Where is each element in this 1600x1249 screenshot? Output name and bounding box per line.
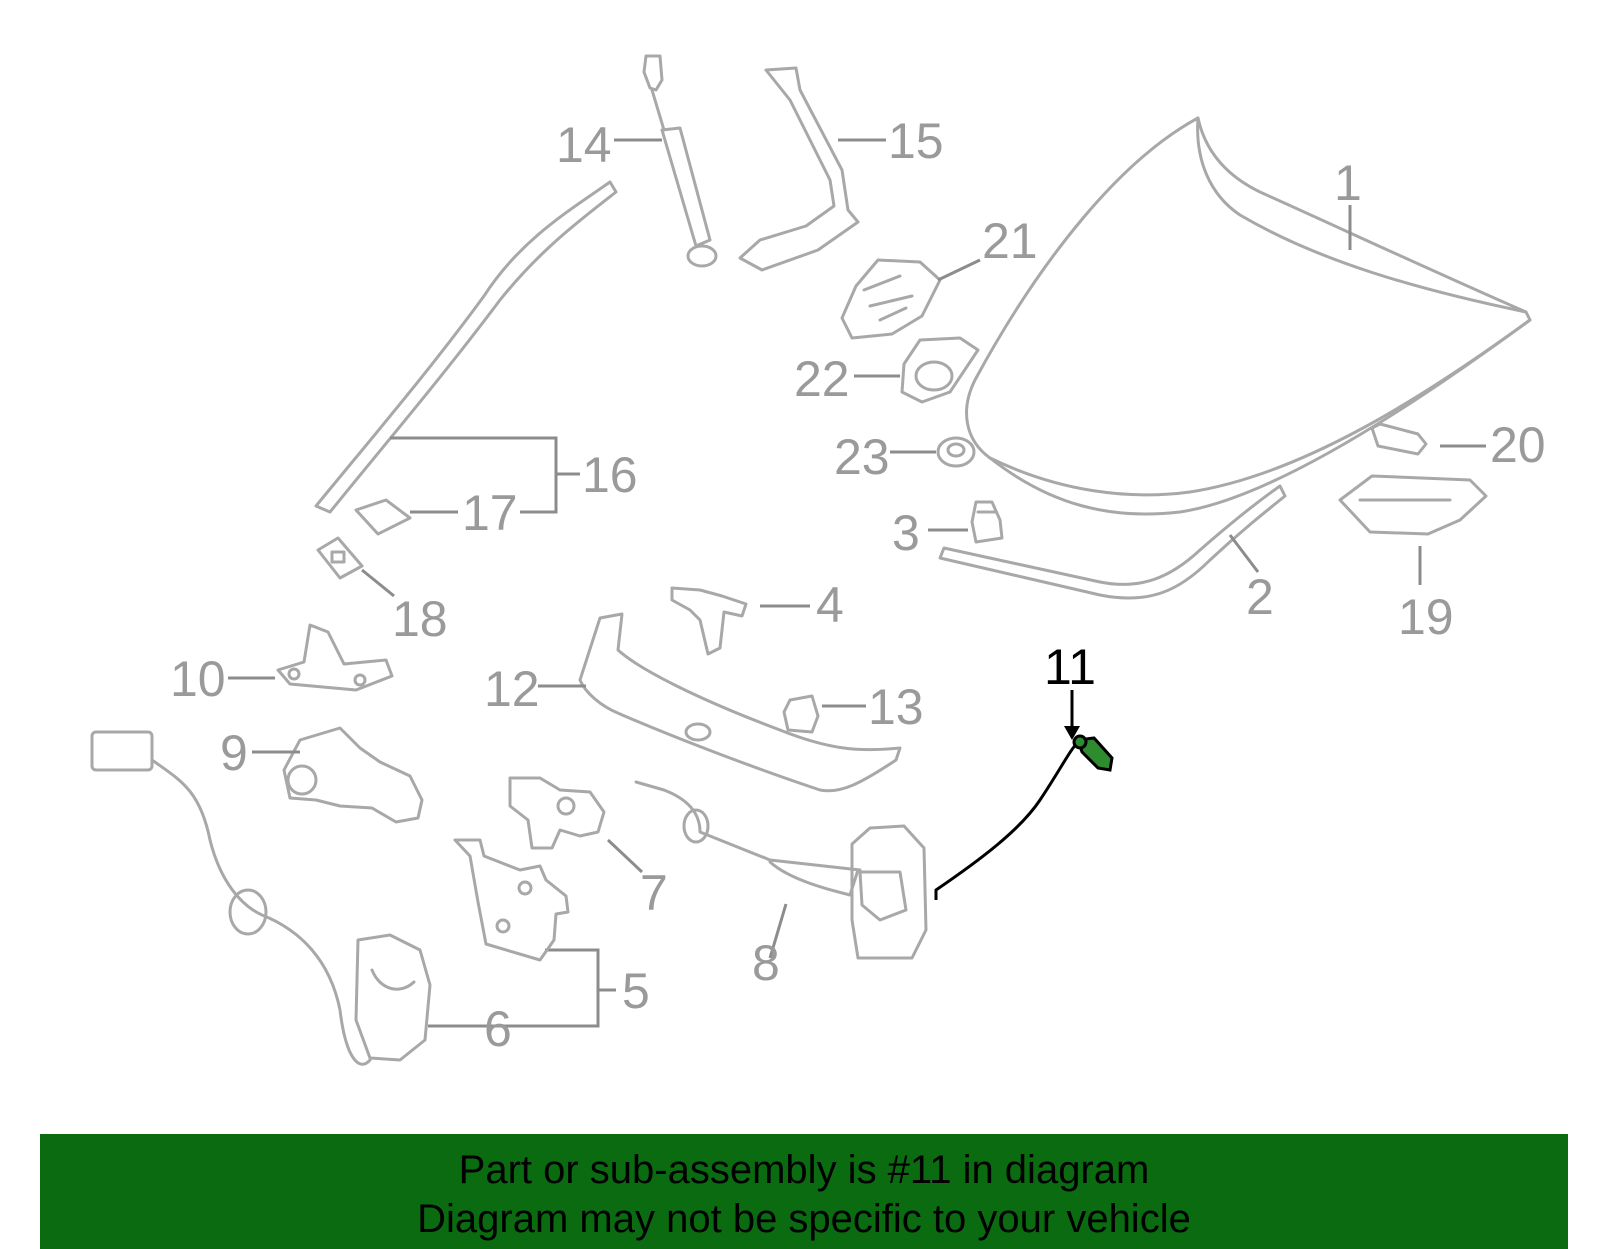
pin-part-20[interactable]: [1370, 422, 1428, 456]
callout-5[interactable]: 5: [622, 963, 650, 1019]
leader-2: [1228, 534, 1260, 573]
leader-5: [428, 948, 600, 1028]
callout-19[interactable]: 19: [1398, 589, 1454, 645]
info-banner: Part or sub-assembly is #11 in diagram D…: [40, 1134, 1568, 1249]
callout-14[interactable]: 14: [556, 117, 612, 173]
hinge-part-15[interactable]: [738, 66, 860, 272]
gas-strut-part-14[interactable]: [642, 54, 718, 268]
callout-15[interactable]: 15: [888, 113, 944, 169]
actuator-part-9[interactable]: [282, 726, 424, 824]
release-handle-part-8[interactable]: [634, 780, 928, 960]
callout-13[interactable]: 13: [868, 679, 924, 735]
callout-1[interactable]: 1: [1334, 155, 1362, 211]
bracket-part-4[interactable]: [670, 586, 748, 656]
bumper-stop-part-3[interactable]: [970, 500, 1004, 544]
callout-23[interactable]: 23: [834, 429, 890, 485]
banner-line-2: Diagram may not be specific to your vehi…: [417, 1197, 1191, 1241]
callout-12[interactable]: 12: [484, 661, 540, 717]
callout-8[interactable]: 8: [752, 935, 780, 991]
callout-2[interactable]: 2: [1246, 569, 1274, 625]
leader-8: [768, 903, 788, 959]
grommet-part-23[interactable]: [936, 436, 976, 468]
clip-part-17[interactable]: [354, 498, 412, 536]
callout-21[interactable]: 21: [982, 213, 1038, 269]
bracket-part-7[interactable]: [508, 776, 606, 850]
callout-4[interactable]: 4: [816, 577, 844, 633]
lock-part-6[interactable]: [90, 730, 432, 1066]
banner-line-1: Part or sub-assembly is #11 in diagram: [458, 1148, 1150, 1192]
latch-part-5[interactable]: [453, 838, 570, 962]
leader-7: [606, 838, 644, 874]
cover-part-19[interactable]: [1338, 474, 1488, 536]
bracket-part-10[interactable]: [276, 623, 394, 692]
leader-21: [937, 258, 981, 282]
callout-3[interactable]: 3: [892, 505, 920, 561]
callout-11[interactable]: 11: [1044, 639, 1096, 695]
callout-16[interactable]: 16: [582, 447, 638, 503]
parts-diagram: 1 2 3 4 5 6 7 8 9 10 11 12 13 14 15 16 1…: [90, 54, 1546, 1066]
clip-part-18[interactable]: [316, 536, 364, 580]
callout-7[interactable]: 7: [640, 865, 668, 921]
leader-18: [361, 568, 395, 598]
callout-17[interactable]: 17: [462, 485, 518, 541]
callout-20[interactable]: 20: [1490, 417, 1546, 473]
callout-18[interactable]: 18: [392, 591, 448, 647]
weatherstrip-part-16[interactable]: [314, 180, 618, 514]
hood-part-1[interactable]: [965, 116, 1532, 516]
insulator-part-21[interactable]: [840, 258, 942, 340]
callout-10[interactable]: 10: [170, 651, 226, 707]
callout-22[interactable]: 22: [794, 351, 850, 407]
seal-part-2[interactable]: [938, 484, 1287, 600]
grommet-part-13[interactable]: [782, 694, 820, 734]
callout-6[interactable]: 6: [484, 1001, 512, 1057]
grommet-part-22[interactable]: [900, 336, 980, 404]
leader-11-arrow: [1064, 726, 1080, 740]
callout-9[interactable]: 9: [220, 725, 248, 781]
release-cable-part-11[interactable]: [934, 734, 1114, 900]
front-panel-part-12[interactable]: [578, 612, 902, 793]
